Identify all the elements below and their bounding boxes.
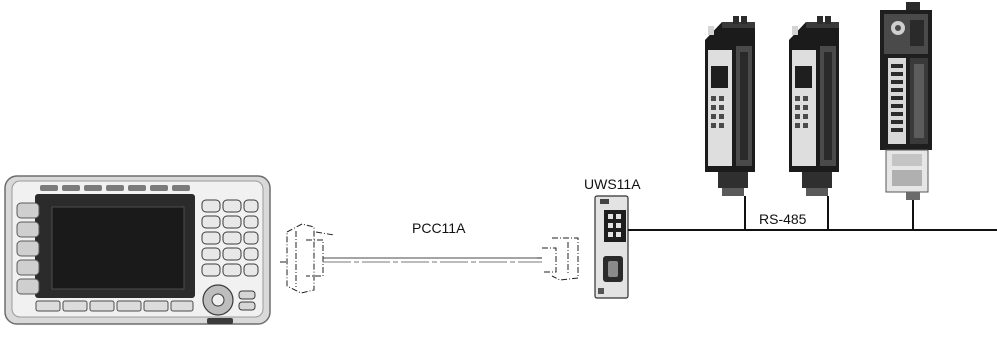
drive-unit-3 — [880, 2, 932, 200]
panel-left-keys — [17, 203, 39, 294]
panel-screen — [52, 207, 184, 289]
panel-logo-plate — [207, 318, 233, 324]
interface-label: UWS11A — [584, 176, 641, 192]
bus-label: RS-485 — [759, 211, 806, 227]
cable-connector-right — [537, 238, 578, 280]
drive-2-base — [802, 172, 832, 188]
operator-panel — [5, 176, 270, 324]
uws11a-module — [595, 196, 628, 298]
cable-label: PCC11A — [412, 220, 465, 236]
drive-unit-1 — [705, 16, 755, 196]
module-terminal-block — [604, 210, 626, 242]
panel-right-keys — [202, 200, 258, 276]
panel-top-keys — [40, 185, 190, 191]
drive-unit-2 — [789, 16, 839, 196]
drive-1-base — [718, 172, 748, 188]
